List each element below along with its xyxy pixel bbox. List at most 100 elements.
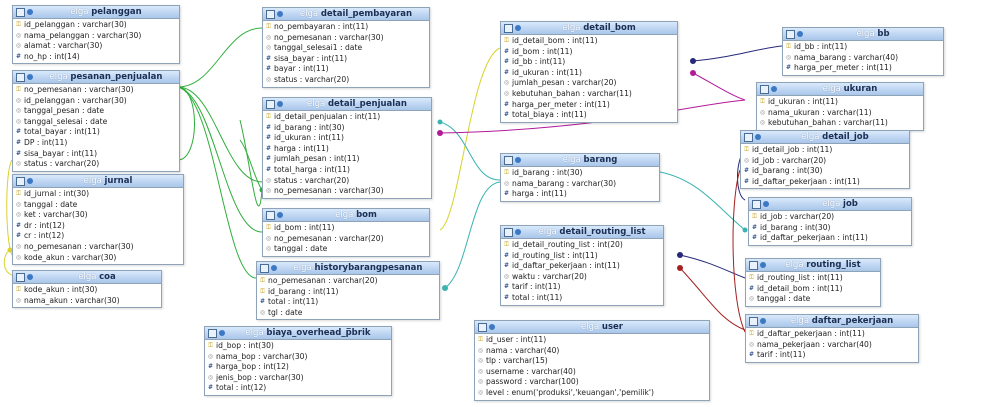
table-field[interactable]: ◎tanggal : date <box>746 294 880 305</box>
table-field[interactable]: ◎tanggal_selesai : date <box>13 117 179 128</box>
table-jurnal[interactable]: elga jurnal⚿id_jurnal : int(30)◎tanggal … <box>12 174 184 266</box>
table-header[interactable]: elga ukuran <box>757 83 923 96</box>
table-field[interactable]: #harga_per_meter : int(11) <box>501 100 677 111</box>
toggle-icon[interactable] <box>27 9 33 15</box>
table-icon[interactable] <box>504 155 513 165</box>
table-field[interactable]: #total_harga : int(11) <box>263 165 431 176</box>
table-field[interactable]: #total : int(11) <box>501 293 663 304</box>
table-field[interactable]: ⚿id_barang : int(11) <box>257 287 439 298</box>
table-field[interactable]: #id_ukuran : int(11) <box>501 68 677 79</box>
table-field[interactable]: ◎tlp : varchar(15) <box>475 356 709 367</box>
table-field[interactable]: #id_barang : int(30) <box>749 223 911 234</box>
table-field[interactable]: ◎status : varchar(20) <box>263 176 431 187</box>
table-pesanan-penjualan[interactable]: elga pesanan_penjualan⚿no_pemesanan : va… <box>12 70 180 172</box>
table-header[interactable]: elga detail_penjualan <box>263 98 431 111</box>
table-field[interactable]: #id_bb : int(11) <box>501 57 677 68</box>
table-field[interactable]: ◎no_pemesanan : varchar(30) <box>13 242 183 253</box>
table-field[interactable]: ◎id_pelanggan : varchar(30) <box>13 96 179 107</box>
table-icon[interactable] <box>16 7 25 17</box>
table-field[interactable]: #sisa_bayar : int(11) <box>263 54 429 65</box>
table-field[interactable]: #total : int(12) <box>205 383 391 394</box>
table-field[interactable]: #tarif : int(11) <box>746 350 918 361</box>
table-icon[interactable] <box>786 29 795 39</box>
table-header[interactable]: elga detail_bom <box>501 22 677 35</box>
table-field[interactable]: ◎no_pemesanan : varchar(30) <box>263 33 429 44</box>
table-field[interactable]: ◎id_job : varchar(20) <box>741 156 909 167</box>
table-field[interactable]: #id_routing_list : int(11) <box>501 251 663 262</box>
table-field[interactable]: #id_ukuran : int(11) <box>263 133 431 144</box>
table-field[interactable]: #harga_bop : int(12) <box>205 362 391 373</box>
table-field[interactable]: ◎no_pemesanan : varchar(20) <box>263 234 429 245</box>
table-field[interactable]: ⚿id_barang : int(30) <box>501 168 659 179</box>
table-field[interactable]: ⚿id_routing_list : int(11) <box>746 273 880 284</box>
toggle-icon[interactable] <box>489 324 495 330</box>
table-field[interactable]: ◎no_pemesanan : varchar(30) <box>263 186 431 197</box>
table-detail-pembayaran[interactable]: elga detail_pembayaran⚿no_pembayaran : i… <box>262 7 430 88</box>
table-historybarangpesanan[interactable]: elga historybarangpesanan⚿no_pemesanan :… <box>256 261 440 321</box>
table-detail-job[interactable]: elga detail_job⚿id_detail_job : int(11)◎… <box>740 130 910 190</box>
table-field[interactable]: ◎nama_bop : varchar(30) <box>205 352 391 363</box>
table-header[interactable]: elga job <box>749 198 911 211</box>
table-field[interactable]: ◎nama : varchar(40) <box>475 346 709 357</box>
table-header[interactable]: elga detail_pembayaran <box>263 8 429 21</box>
table-header[interactable]: elga historybarangpesanan <box>257 262 439 275</box>
toggle-icon[interactable] <box>763 201 769 207</box>
table-icon[interactable] <box>16 272 25 282</box>
table-field[interactable]: ◎status : varchar(20) <box>13 159 179 170</box>
table-detail-routing-list[interactable]: elga detail_routing_list⚿id_detail_routi… <box>500 225 664 306</box>
table-field[interactable]: ◎jenis_bop : varchar(30) <box>205 373 391 384</box>
table-icon[interactable] <box>266 210 275 220</box>
table-icon[interactable] <box>478 322 487 332</box>
table-field[interactable]: #id_bom : int(11) <box>501 47 677 58</box>
table-field[interactable]: #id_barang : int(30) <box>263 123 431 134</box>
table-field[interactable]: ◎level : enum('produksi','keuangan','pem… <box>475 388 709 399</box>
table-field[interactable]: ⚿id_ukuran : int(11) <box>757 97 923 108</box>
table-biaya-overhead-pabrik[interactable]: elga biaya_overhead_p̅brik⚿id_bop : int(… <box>204 326 392 396</box>
table-icon[interactable] <box>504 227 513 237</box>
table-field[interactable]: ◎alamat : varchar(30) <box>13 41 179 52</box>
table-icon[interactable] <box>16 176 25 186</box>
table-field[interactable]: ⚿id_detail_routing_list : int(20) <box>501 240 663 251</box>
table-pelanggan[interactable]: elga pelanggan⚿id_pelanggan : varchar(30… <box>12 5 180 65</box>
table-header[interactable]: elga routing_list <box>746 259 880 272</box>
table-field[interactable]: #DP : int(11) <box>13 138 179 149</box>
toggle-icon[interactable] <box>277 11 283 17</box>
table-field[interactable]: #id_detail_bom : int(11) <box>746 284 880 295</box>
table-field[interactable]: #total : int(11) <box>257 297 439 308</box>
table-coa[interactable]: elga coa⚿kode_akun : int(30)◎nama_akun :… <box>12 270 162 309</box>
table-icon[interactable] <box>266 99 275 109</box>
table-icon[interactable] <box>504 23 513 33</box>
table-icon[interactable] <box>749 316 758 326</box>
table-field[interactable]: #id_daftar_pekerjaan : int(11) <box>749 233 911 244</box>
table-field[interactable]: ◎status : varchar(20) <box>263 75 429 86</box>
table-header[interactable]: elga jurnal <box>13 175 183 188</box>
table-header[interactable]: elga user <box>475 321 709 334</box>
table-field[interactable]: ⚿id_jurnal : int(30) <box>13 189 183 200</box>
table-daftar-pekerjaan[interactable]: elga daftar_pekerjaan⚿id_daftar_pekerjaa… <box>745 314 919 363</box>
table-field[interactable]: ◎tanggal : date <box>13 200 183 211</box>
table-field[interactable]: ⚿id_bb : int(11) <box>783 42 943 53</box>
table-field[interactable]: ◎nama_barang : varchar(40) <box>783 53 943 64</box>
table-header[interactable]: elga biaya_overhead_p̅brik <box>205 327 391 340</box>
table-header[interactable]: elga detail_job <box>741 131 909 144</box>
table-bom[interactable]: elga bom⚿id_bom : int(11)◎no_pemesanan :… <box>262 208 430 257</box>
table-field[interactable]: ⚿no_pembayaran : int(11) <box>263 22 429 33</box>
table-icon[interactable] <box>749 260 758 270</box>
toggle-icon[interactable] <box>797 31 803 37</box>
table-field[interactable]: #jumlah_pesan : int(11) <box>263 154 431 165</box>
table-field[interactable]: ◎ket : varchar(30) <box>13 210 183 221</box>
table-field[interactable]: #id_barang : int(30) <box>741 166 909 177</box>
toggle-icon[interactable] <box>515 229 521 235</box>
table-field[interactable]: ⚿no_pemesanan : varchar(20) <box>257 276 439 287</box>
table-header[interactable]: elga coa <box>13 271 161 284</box>
table-field[interactable]: #id_daftar_pekerjaan : int(11) <box>501 261 663 272</box>
table-field[interactable]: #cr : int(12) <box>13 231 183 242</box>
table-field[interactable]: ◎password : varchar(100) <box>475 377 709 388</box>
table-job[interactable]: elga job⚿id_job : varchar(20)#id_barang … <box>748 197 912 246</box>
table-field[interactable]: #harga_per_meter : int(11) <box>783 63 943 74</box>
table-header[interactable]: elga pelanggan <box>13 6 179 19</box>
table-detail-bom[interactable]: elga detail_bom⚿id_detail_bom : int(11)#… <box>500 21 678 123</box>
table-field[interactable]: ◎tanggal : date <box>263 244 429 255</box>
table-header[interactable]: elga daftar_pekerjaan <box>746 315 918 328</box>
table-routing-list[interactable]: elga routing_list⚿id_routing_list : int(… <box>745 258 881 307</box>
